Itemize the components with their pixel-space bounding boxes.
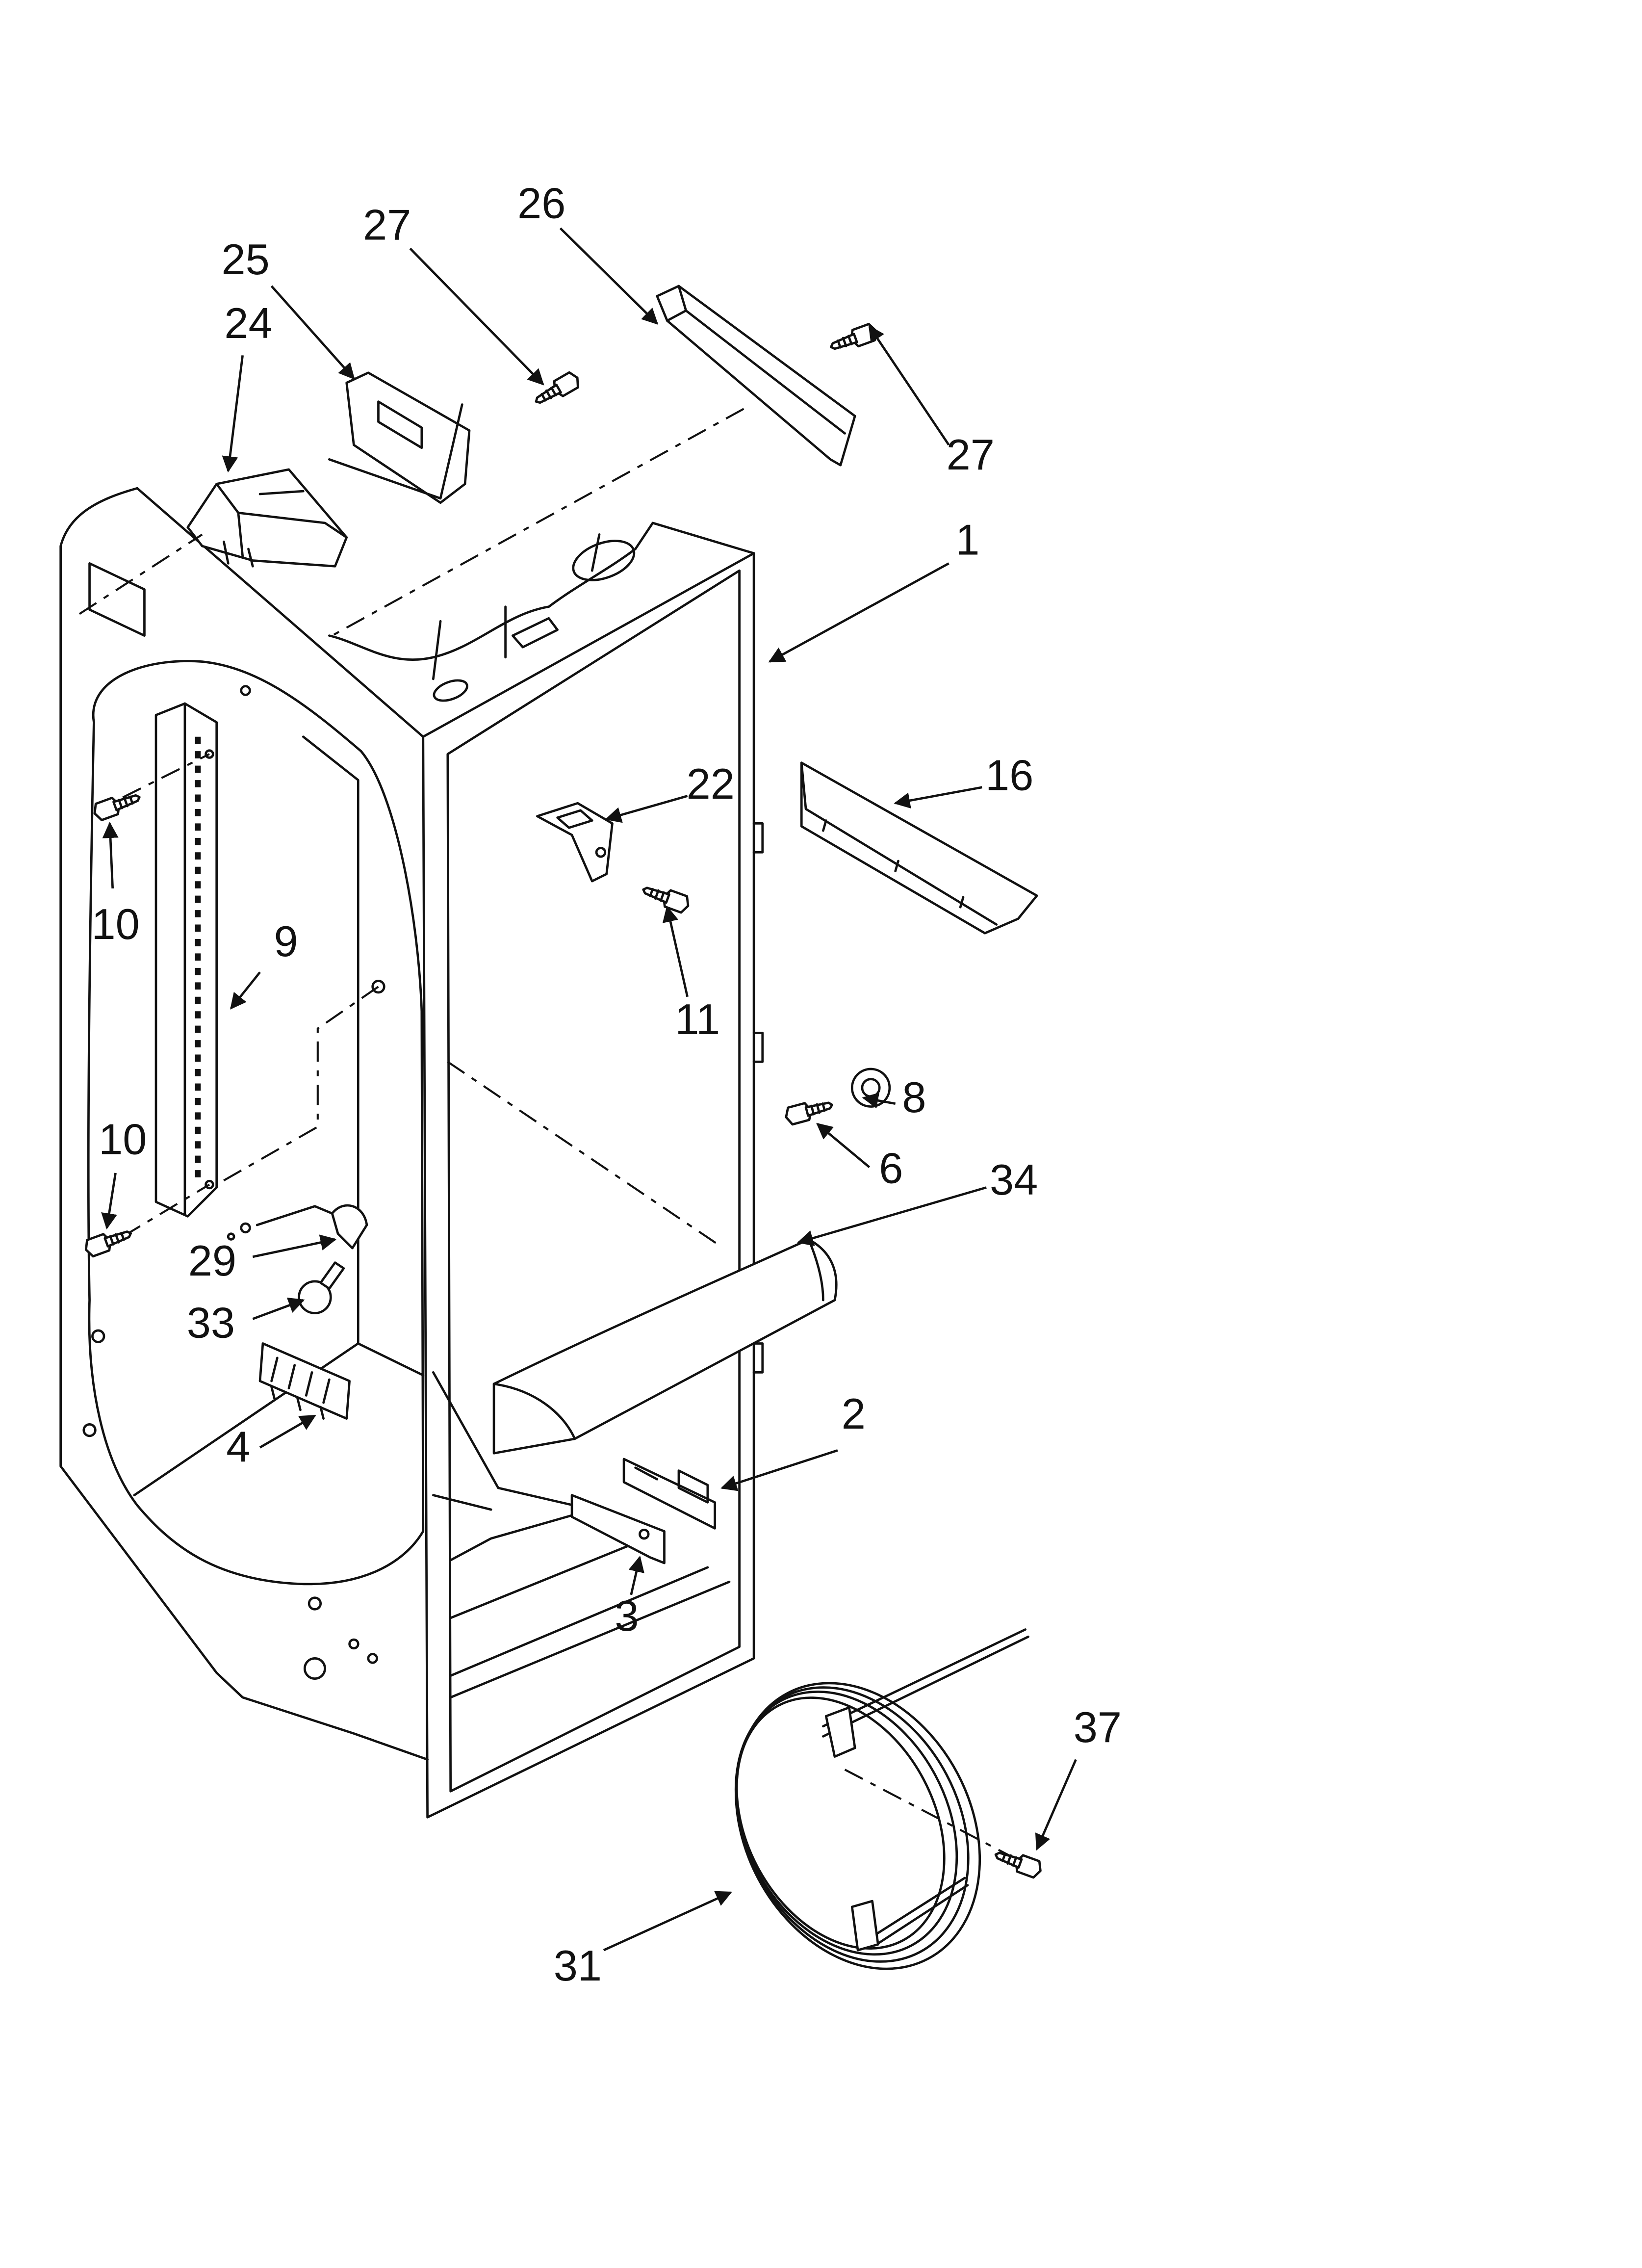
leader-arrow: [252, 1234, 337, 1258]
leader-arrow: [559, 227, 659, 325]
callouts: 27 26 25 24 27 1 22 16 10 9 11 8 10 6 34…: [91, 179, 1122, 1989]
top-channel: [656, 285, 856, 467]
callout-2: 2: [842, 1389, 866, 1438]
cabinet-liner: [59, 487, 764, 1819]
leader-arrow: [862, 1092, 896, 1109]
leader-arrow: [252, 1298, 305, 1320]
leader-arrow: [222, 355, 244, 473]
leader-arrow: [768, 562, 949, 663]
leader-arrow: [894, 786, 982, 809]
screw-icon: [532, 370, 582, 409]
leader-arrow: [797, 1186, 987, 1246]
leader-arrow: [102, 822, 119, 889]
crisper-channel: [800, 761, 1038, 935]
mounting-bracket: [328, 371, 471, 504]
callout-31: 31: [554, 1941, 602, 1990]
callout-1: 1: [955, 515, 979, 564]
callout-3: 3: [615, 1591, 639, 1640]
light-bracket: [536, 802, 614, 883]
callout-25: 25: [221, 235, 269, 284]
callout-4: 4: [226, 1423, 250, 1471]
leader-arrow: [603, 1891, 732, 1952]
leader-arrow: [259, 1414, 316, 1449]
callout-27: 27: [947, 430, 995, 479]
hinge-bracket-upper: [622, 1458, 716, 1530]
callout-22: 22: [687, 759, 735, 808]
callout-26: 26: [517, 179, 565, 227]
screw-icon: [784, 1096, 834, 1125]
leader-arrow: [628, 1556, 644, 1595]
callout-9: 9: [274, 917, 298, 965]
leader-arrow: [101, 1173, 117, 1230]
water-tube-coil: [734, 1628, 1029, 1970]
air-grille: [258, 1342, 351, 1420]
leader-arrows: [101, 227, 1077, 1952]
leader-arrow: [1035, 1759, 1077, 1851]
hinge-bracket-lower: [570, 1494, 666, 1564]
shelf-rail: [154, 702, 218, 1218]
leader-arrow: [868, 325, 950, 446]
callout-6: 6: [879, 1144, 903, 1192]
air-duct-cover: [492, 1238, 838, 1455]
callout-16: 16: [985, 751, 1033, 799]
leader-arrow: [230, 971, 261, 1010]
callout-33: 33: [187, 1298, 235, 1347]
callout-34: 34: [990, 1155, 1038, 1204]
callout-29: 29: [188, 1236, 236, 1285]
light-socket: [227, 1204, 368, 1250]
callout-27: 27: [363, 201, 411, 249]
callout-10: 10: [99, 1115, 147, 1163]
callout-37: 37: [1074, 1703, 1122, 1751]
callout-11: 11: [675, 995, 720, 1043]
leader-arrow: [409, 247, 544, 386]
light-bulb: [298, 1261, 345, 1314]
callout-8: 8: [902, 1073, 926, 1121]
screw-icon: [92, 789, 142, 821]
leader-arrow: [662, 905, 689, 997]
control-housing: [186, 468, 348, 568]
callout-10: 10: [91, 900, 139, 948]
leader-arrow: [720, 1449, 838, 1491]
callout-24: 24: [224, 299, 272, 347]
leader-arrow: [816, 1122, 871, 1169]
leader-arrow: [270, 285, 355, 380]
leader-arrow: [605, 795, 688, 823]
screw-icon: [83, 1225, 133, 1257]
screw-icon: [641, 882, 691, 914]
